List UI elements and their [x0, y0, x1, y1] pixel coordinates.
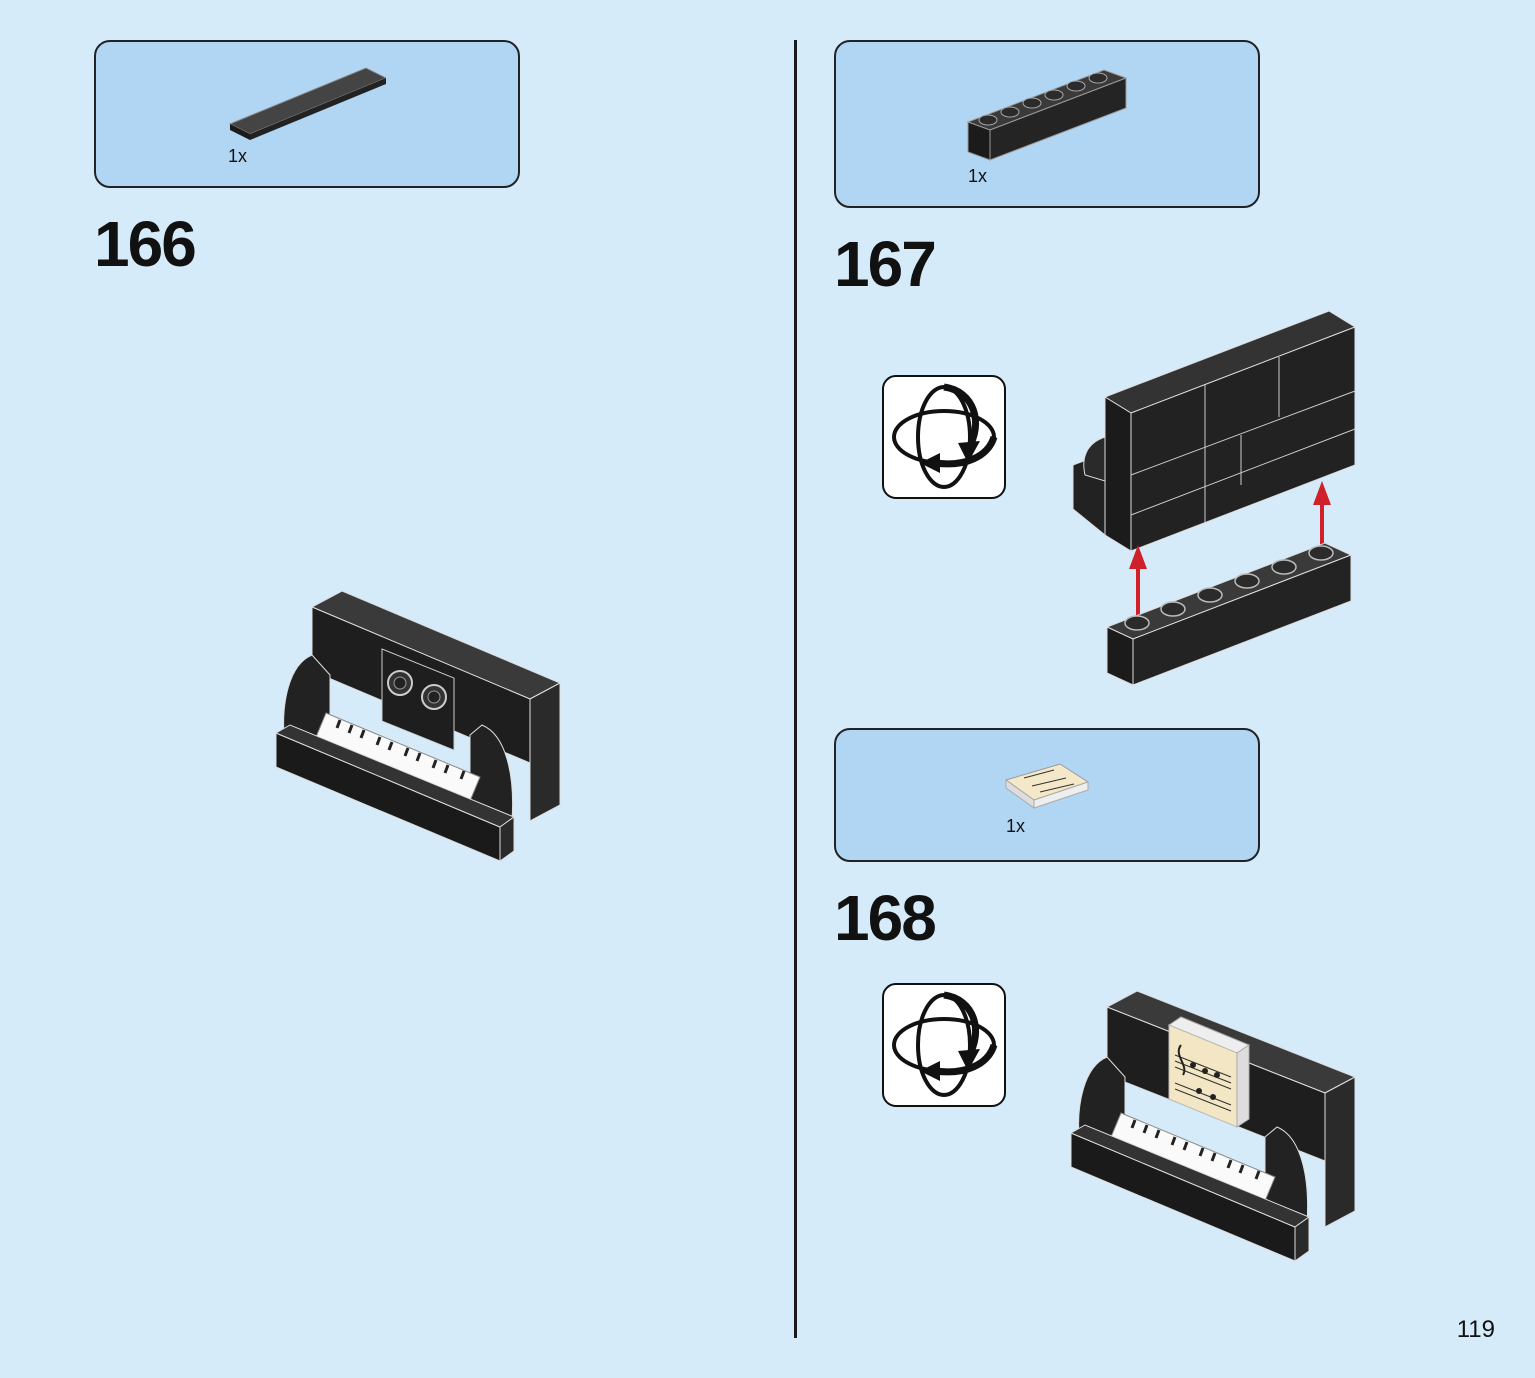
- piano-assembly-illustration: [274, 590, 562, 862]
- black-brick-1x6-icon: [966, 69, 1128, 161]
- parts-callout-167: 1x: [834, 40, 1260, 208]
- rotate-model-icon: [882, 375, 1006, 499]
- piano-sheet-music-illustration: [1069, 990, 1357, 1262]
- part-quantity: 1x: [968, 166, 988, 186]
- piano-back-assembly-illustration: [1072, 310, 1357, 686]
- step-number-167: 167: [834, 228, 937, 300]
- sheet-music-tile-icon: [1004, 763, 1090, 809]
- step-number-168: 168: [834, 882, 937, 954]
- rotate-model-icon: [882, 983, 1006, 1107]
- page-number: 119: [1456, 1316, 1495, 1343]
- black-tile-1x8-icon: [228, 67, 386, 140]
- part-quantity: 1x: [228, 146, 248, 166]
- page-divider: [794, 40, 797, 1338]
- step-number-166: 166: [94, 208, 197, 280]
- parts-callout-166: 1x: [94, 40, 520, 188]
- parts-callout-168: 1x: [834, 728, 1260, 862]
- part-quantity: 1x: [1006, 816, 1026, 836]
